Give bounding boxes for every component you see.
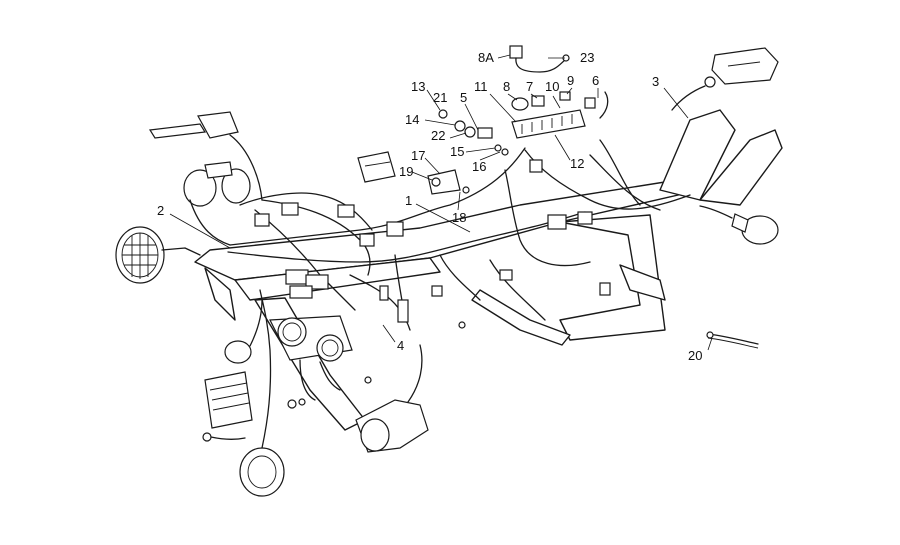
callout-9: 9 bbox=[567, 73, 574, 88]
callout-1: 1 bbox=[405, 193, 412, 208]
callout-18: 18 bbox=[452, 210, 466, 225]
frame-main-tube bbox=[194, 177, 701, 321]
callout-13: 13 bbox=[411, 79, 425, 94]
callout-16: 16 bbox=[472, 159, 486, 174]
callout-7: 7 bbox=[526, 79, 533, 94]
voltage-regulator bbox=[202, 371, 253, 442]
instrument-cluster bbox=[269, 315, 353, 401]
callout-2: 2 bbox=[157, 203, 164, 218]
clutch-lever-switch bbox=[148, 111, 263, 201]
callout-10: 10 bbox=[545, 79, 559, 94]
front-turn-signal bbox=[224, 299, 263, 364]
callout-4: 4 bbox=[397, 338, 404, 353]
rear-turn-signal bbox=[699, 205, 779, 245]
callout-8a: 8A bbox=[478, 50, 494, 65]
frame-rear-subframe bbox=[559, 109, 783, 341]
callout-20: 20 bbox=[688, 348, 702, 363]
callout-3: 3 bbox=[652, 74, 659, 89]
callout-19: 19 bbox=[399, 164, 413, 179]
callout-12: 12 bbox=[570, 156, 584, 171]
horn-assembly bbox=[183, 161, 251, 246]
horn-round bbox=[239, 289, 285, 497]
ignition-coil bbox=[355, 344, 429, 453]
leader-lines bbox=[169, 54, 713, 351]
harness-connectors bbox=[254, 159, 611, 323]
callout-22: 22 bbox=[431, 128, 445, 143]
headlight bbox=[115, 226, 201, 284]
callout-11: 11 bbox=[474, 79, 488, 94]
callout-15: 15 bbox=[450, 144, 464, 159]
relay-fuse-block bbox=[509, 45, 609, 139]
right-switch-housing bbox=[357, 151, 396, 183]
cable-tie bbox=[706, 331, 759, 349]
callout-17: 17 bbox=[411, 148, 425, 163]
callout-14: 14 bbox=[405, 112, 419, 127]
tail-light bbox=[671, 47, 779, 111]
callout-8: 8 bbox=[503, 79, 510, 94]
misc-bolts bbox=[287, 321, 466, 409]
callout-6: 6 bbox=[592, 73, 599, 88]
callout-21: 21 bbox=[433, 90, 447, 105]
callout-23: 23 bbox=[580, 50, 594, 65]
small-hardware-group bbox=[427, 109, 509, 195]
callout-5: 5 bbox=[460, 90, 467, 105]
